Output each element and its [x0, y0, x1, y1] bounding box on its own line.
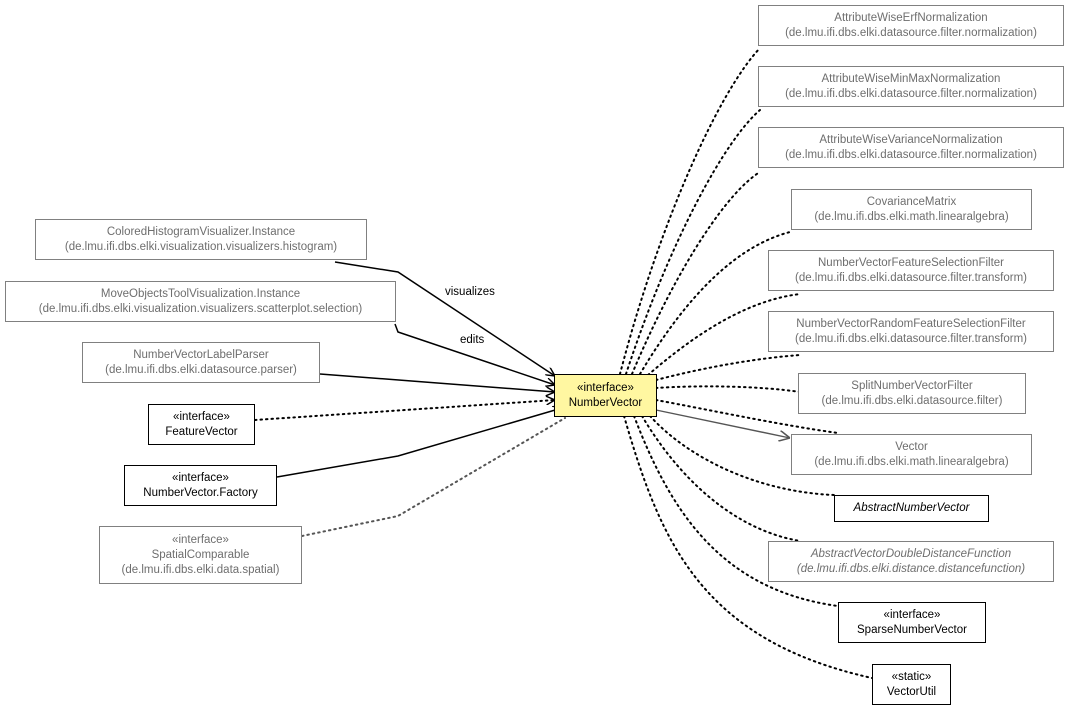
class-name: NumberVector [568, 396, 643, 409]
edge-edits [394, 323, 555, 385]
class-name: AttributeWiseMinMaxNormalization [821, 72, 1001, 85]
package-name: (de.lmu.ifi.dbs.elki.math.linearalgebra) [814, 455, 1009, 468]
interface-numbervector[interactable]: «interface» NumberVector [554, 374, 657, 417]
class-name: AttributeWiseErfNormalization [834, 11, 988, 24]
class-abstractvectordoubledistancefunction[interactable]: AbstractVectorDoubleDistanceFunction (de… [768, 541, 1054, 582]
stereotype: «interface» [172, 471, 229, 484]
class-name: NumberVectorLabelParser [133, 348, 269, 361]
package-name: (de.lmu.ifi.dbs.elki.visualization.visua… [64, 240, 338, 253]
class-covariancematrix[interactable]: CovarianceMatrix (de.lmu.ifi.dbs.elki.ma… [791, 189, 1032, 230]
edge-nvfsf [647, 293, 801, 376]
edge-spcomp [301, 417, 566, 537]
edge-nvrfsf [655, 354, 801, 381]
stereotype: «interface» [883, 608, 941, 621]
class-attributewisevariancenormalization[interactable]: AttributeWiseVarianceNormalization (de.l… [758, 127, 1064, 168]
class-numbervectorlabelparser[interactable]: NumberVectorLabelParser (de.lmu.ifi.dbs.… [82, 342, 320, 383]
interface-featurevector[interactable]: «interface» FeatureVector [148, 404, 255, 445]
edge-anv [649, 415, 835, 496]
class-name: Vector [895, 440, 928, 453]
edge-nvfac [276, 408, 562, 478]
edge-snvf [655, 385, 801, 393]
class-name: SpatialComparable [151, 548, 250, 561]
edge-vutil [623, 415, 873, 679]
edge-label-visualizes: visualizes [445, 286, 495, 298]
stereotype: «interface» [172, 533, 229, 546]
stereotype: «static» [891, 670, 932, 683]
package-name: (de.lmu.ifi.dbs.elki.datasource.filter.t… [794, 271, 1027, 284]
interface-numbervector-factory[interactable]: «interface» NumberVector.Factory [124, 465, 277, 506]
edge-snv [633, 415, 839, 607]
class-name: AbstractNumberVector [853, 502, 970, 514]
class-attributewiseerfnormalization[interactable]: AttributeWiseErfNormalization (de.lmu.if… [758, 5, 1064, 46]
edge-avddf [641, 415, 801, 542]
package-name: (de.lmu.ifi.dbs.elki.math.linearalgebra) [814, 210, 1009, 223]
class-vector[interactable]: Vector (de.lmu.ifi.dbs.elki.math.lineara… [791, 434, 1032, 475]
class-name: NumberVector.Factory [143, 486, 258, 499]
package-name: (de.lmu.ifi.dbs.elki.datasource.filter) [821, 394, 1003, 407]
class-attributewiseminmaxnormalization[interactable]: AttributeWiseMinMaxNormalization (de.lmu… [758, 66, 1064, 107]
edge-nvlp [319, 373, 555, 392]
package-name: (de.lmu.ifi.dbs.elki.datasource.filter.n… [785, 87, 1037, 100]
class-name: SplitNumberVectorFilter [851, 379, 973, 392]
class-name: NumberVectorRandomFeatureSelectionFilter [796, 317, 1026, 330]
class-name: VectorUtil [886, 685, 937, 698]
interface-spatialcomparable[interactable]: «interface» SpatialComparable (de.lmu.if… [99, 526, 302, 584]
class-name: NumberVectorFeatureSelectionFilter [818, 256, 1004, 269]
stereotype: «interface» [577, 381, 634, 394]
package-name: (de.lmu.ifi.dbs.elki.datasource.parser) [105, 363, 297, 376]
package-name: (de.lmu.ifi.dbs.elki.distance.distancefu… [796, 562, 1026, 575]
edge-fv [254, 400, 556, 421]
package-name: (de.lmu.ifi.dbs.elki.datasource.filter.t… [794, 332, 1027, 345]
package-name: (de.lmu.ifi.dbs.elki.data.spatial) [121, 563, 280, 576]
class-moveobjectstoolvisualization-instance[interactable]: MoveObjectsToolVisualization.Instance (d… [5, 281, 396, 322]
edge-awminmax [625, 109, 761, 375]
package-name: (de.lmu.ifi.dbs.elki.visualization.visua… [38, 302, 363, 315]
class-name: AttributeWiseVarianceNormalization [819, 133, 1003, 146]
package-name: (de.lmu.ifi.dbs.elki.datasource.filter.n… [785, 148, 1037, 161]
edge-label-edits: edits [460, 334, 485, 346]
class-name: AbstractVectorDoubleDistanceFunction [810, 547, 1012, 560]
class-numbervectorfeatureselectionfilter[interactable]: NumberVectorFeatureSelectionFilter (de.l… [768, 250, 1054, 291]
class-abstractnumbervector[interactable]: AbstractNumberVector [834, 495, 989, 522]
class-name: FeatureVector [165, 425, 238, 438]
package-name: (de.lmu.ifi.dbs.elki.datasource.filter.n… [785, 26, 1037, 39]
class-name: SparseNumberVector [857, 623, 967, 636]
class-splitnumbervectorfilter[interactable]: SplitNumberVectorFilter (de.lmu.ifi.dbs.… [798, 373, 1026, 414]
stereotype: «interface» [173, 410, 230, 423]
edge-visualizes [334, 261, 555, 376]
class-name: MoveObjectsToolVisualization.Instance [100, 287, 301, 300]
interface-sparsenumbervector[interactable]: «interface» SparseNumberVector [838, 602, 986, 643]
class-vectorutil[interactable]: «static» VectorUtil [872, 664, 951, 705]
edge-awvar [631, 171, 761, 375]
class-name: CovarianceMatrix [866, 195, 957, 208]
edge-vector-extends [655, 409, 790, 438]
class-coloredhistogramvisualizer-instance[interactable]: ColoredHistogramVisualizer.Instance (de.… [35, 219, 367, 260]
edge-awerf [619, 47, 761, 375]
class-numbervectorrandomfeatureselectionfilter[interactable]: NumberVectorRandomFeatureSelectionFilter… [768, 311, 1054, 352]
class-name: ColoredHistogramVisualizer.Instance [106, 225, 296, 238]
edge-covmat [639, 231, 791, 375]
